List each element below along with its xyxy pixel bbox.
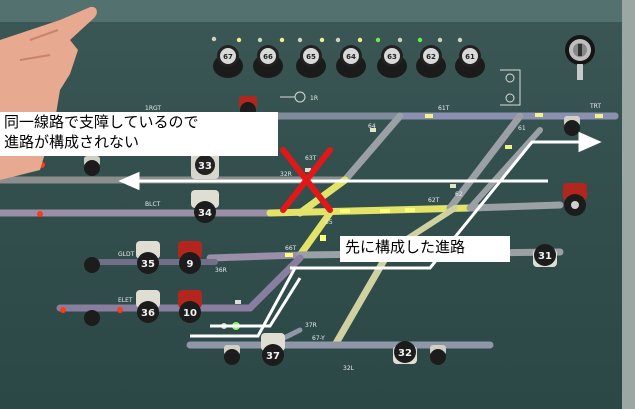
key-switch-icon[interactable] [565, 35, 595, 80]
pointing-hand [0, 6, 97, 180]
label-65: 65 [325, 219, 333, 226]
label-1r: 1R [310, 95, 318, 102]
label-62t: 62T [428, 197, 440, 204]
lever-32[interactable]: 32 [393, 341, 417, 364]
top-lever-64-label: 64 [346, 53, 356, 61]
top-lever-66[interactable]: 66 [253, 45, 283, 78]
top-lever-67[interactable]: 67 [213, 45, 243, 78]
conflict-caption-line1: 同一線路で支障しているので [4, 113, 199, 131]
route-arrow-icon [578, 131, 602, 153]
top-indicator-lamps [211, 36, 463, 43]
lever-31[interactable]: 31 [533, 244, 557, 267]
track-labels: 1RGT 61T TRT 63T 32R BLCT 62T GLDT 66T E… [118, 95, 601, 372]
top-lever-63-label: 63 [387, 53, 397, 61]
top-lever-67-label: 67 [223, 53, 233, 61]
track-lamps [95, 112, 603, 304]
cross-mark-icon [280, 147, 333, 213]
label-trt: TRT [589, 103, 601, 110]
lever-37-label: 37 [266, 351, 280, 362]
label-1rgt: 1RGT [145, 105, 161, 112]
track-66t-lit-diag [296, 209, 334, 259]
route-annotation [118, 131, 602, 338]
established-route-line-lower2 [210, 277, 302, 328]
label-66t: 66T [285, 245, 297, 252]
established-route-line [290, 140, 580, 270]
top-lever-61-label: 61 [465, 53, 475, 61]
lever-31-label: 31 [538, 251, 552, 262]
track-62t [466, 201, 564, 212]
lever-32-label: 32 [398, 348, 412, 359]
lever-9[interactable]: 9 [178, 241, 202, 274]
panel-top-edge [0, 0, 635, 22]
conflict-caption-line2: 進路が構成されない [4, 133, 140, 151]
label-61: 61 [518, 125, 526, 132]
conflict-caption: 同一線路で支障しているので 進路が構成されない [0, 112, 278, 156]
lever-36[interactable]: 36 [136, 290, 160, 323]
lever-34-label: 34 [198, 208, 212, 219]
label-63t: 63T [305, 155, 317, 162]
label-elet: ELET [118, 297, 133, 304]
lever-34[interactable]: 34 [191, 190, 219, 223]
top-lever-65[interactable]: 65 [296, 45, 326, 78]
small-knobs[interactable] [84, 116, 580, 365]
label-gldt: GLDT [118, 251, 135, 258]
label-61t: 61T [438, 105, 450, 112]
track-crossover-2 [446, 112, 524, 212]
top-lever-66-label: 66 [263, 53, 273, 61]
lever-9-label: 9 [187, 259, 194, 270]
label-64: 64 [368, 123, 376, 130]
top-lever-61[interactable]: 61 [455, 45, 485, 78]
label-62: 62 [455, 191, 463, 198]
top-lever-65-label: 65 [306, 53, 316, 61]
lever-red-right[interactable] [563, 183, 587, 216]
top-lever-62[interactable]: 62 [416, 45, 446, 78]
top-lever-row: 67 66 65 64 63 [211, 36, 485, 78]
lever-36-label: 36 [141, 308, 155, 319]
lever-33[interactable]: 33 [191, 151, 219, 179]
lever-10-label: 10 [183, 308, 197, 319]
label-67y: 67-Y [312, 335, 325, 342]
lever-33-label: 33 [198, 161, 212, 172]
top-lever-64[interactable]: 64 [336, 45, 366, 78]
track-67-lit [331, 246, 394, 349]
track-crossover-3 [467, 127, 543, 211]
label-32l: 32L [343, 365, 355, 372]
track-crossover-1 [341, 112, 404, 184]
signal-symbol-cluster [280, 69, 521, 106]
label-36r: 36R [215, 267, 227, 274]
label-blct: BLCT [145, 201, 161, 208]
lever-37[interactable]: 37 [261, 333, 285, 366]
lever-35-label: 35 [141, 259, 155, 270]
panel-right-edge [622, 0, 635, 409]
route-caption: 先に構成した進路 [340, 236, 510, 262]
label-37r: 37R [305, 322, 317, 329]
track-elet-diag [246, 254, 304, 312]
top-lever-63[interactable]: 63 [377, 45, 407, 78]
lever-35[interactable]: 35 [136, 241, 160, 274]
label-32r: 32R [280, 171, 292, 178]
route-arrow-icon [118, 171, 140, 191]
lever-10[interactable]: 10 [178, 290, 202, 323]
top-lever-62-label: 62 [426, 53, 436, 61]
